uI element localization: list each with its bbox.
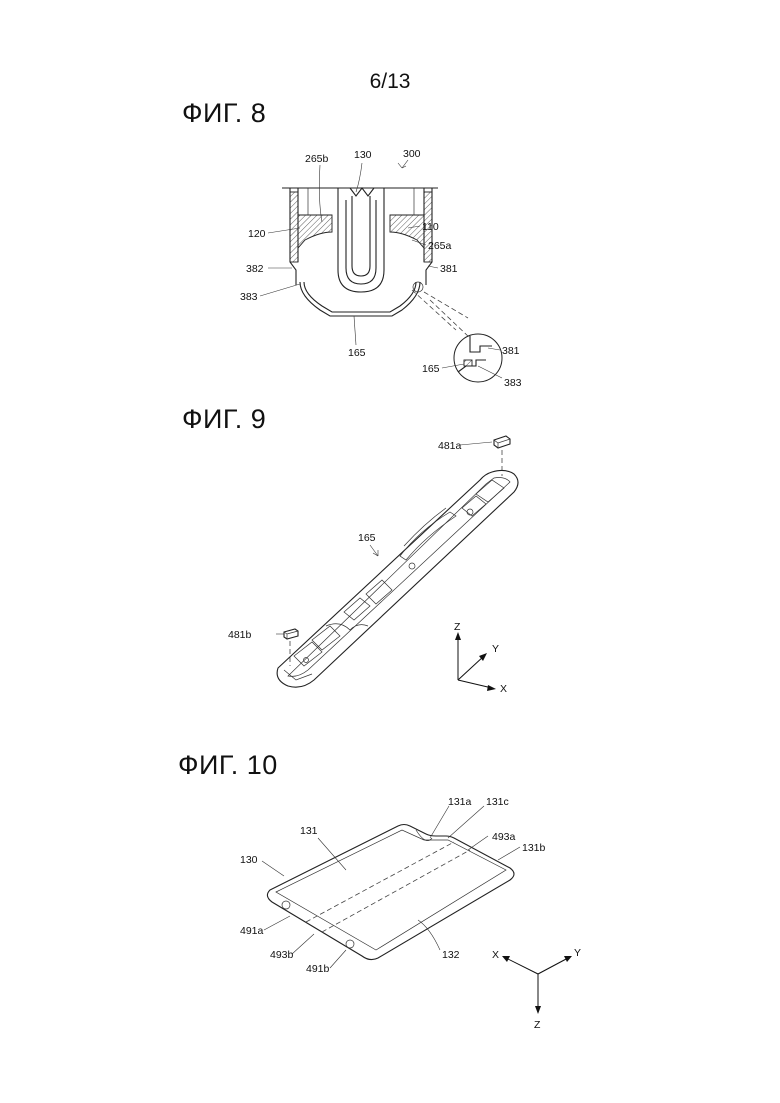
fig8-label-300: 300 bbox=[403, 148, 421, 160]
fig9-axis-z: Z bbox=[454, 621, 461, 633]
fig10-label-131a: 131a bbox=[448, 796, 472, 808]
fig8-label-383-detail: 383 bbox=[504, 377, 522, 389]
fig9-axis-y: Y bbox=[492, 643, 499, 655]
fig10-label-130: 130 bbox=[240, 854, 258, 866]
fig10-label-131b: 131b bbox=[522, 842, 546, 854]
fig8-label-381-detail: 381 bbox=[502, 345, 520, 357]
fig8-cover-165 bbox=[300, 282, 420, 316]
fig10-label-491b: 491b bbox=[306, 963, 330, 975]
fig9-drawing: 481a 165 481b Z Y X bbox=[0, 420, 780, 720]
fig9-clip-481b bbox=[284, 629, 298, 639]
fig10-plate-130 bbox=[267, 825, 514, 960]
fig9-label-165: 165 bbox=[358, 532, 376, 544]
fig9-part-165 bbox=[277, 470, 518, 687]
fig8-label-130: 130 bbox=[354, 149, 372, 161]
fig8-label-265a: 265a bbox=[428, 240, 452, 252]
fig9-label-481b: 481b bbox=[228, 629, 252, 641]
fig10-label-493b: 493b bbox=[270, 949, 294, 961]
fig10-label-132: 132 bbox=[442, 949, 460, 961]
fig8-label-165-detail: 165 bbox=[422, 363, 440, 375]
fig8-label-381: 381 bbox=[440, 263, 458, 275]
fig10-label-131c: 131c bbox=[486, 796, 509, 808]
fig8-drawing: 300 265b 130 120 110 265a 382 381 383 16… bbox=[0, 0, 780, 420]
fig10-label-491a: 491a bbox=[240, 925, 264, 937]
fig10-label-493a: 493a bbox=[492, 831, 516, 843]
fig10-title: ФИГ. 10 bbox=[178, 750, 278, 781]
fig8-label-120: 120 bbox=[248, 228, 266, 240]
fig8-u-element bbox=[338, 188, 384, 292]
fig10-axis-z: Z bbox=[534, 1019, 541, 1031]
fig10-axis-x: X bbox=[492, 949, 499, 961]
fig10-drawing: 131a 131c 131 493a 130 131b 491a 493b 49… bbox=[0, 790, 780, 1090]
fig8-label-265b: 265b bbox=[305, 153, 329, 165]
fig8-detail bbox=[454, 334, 502, 382]
fig9-axes: Z Y X bbox=[454, 621, 507, 695]
fig10-axis-y: Y bbox=[574, 947, 581, 959]
fig9-clip-481a bbox=[494, 436, 510, 448]
fig9-label-481a: 481a bbox=[438, 440, 462, 452]
fig10-axes: X Y Z bbox=[492, 947, 581, 1031]
fig9-axis-x: X bbox=[500, 683, 507, 695]
fig8-housing bbox=[282, 188, 438, 285]
fig8-label-165: 165 bbox=[348, 347, 366, 359]
fig8-label-382: 382 bbox=[246, 263, 264, 275]
fig8-label-110: 110 bbox=[422, 221, 439, 233]
fig8-label-383: 383 bbox=[240, 291, 258, 303]
fig10-label-131: 131 bbox=[300, 825, 318, 837]
